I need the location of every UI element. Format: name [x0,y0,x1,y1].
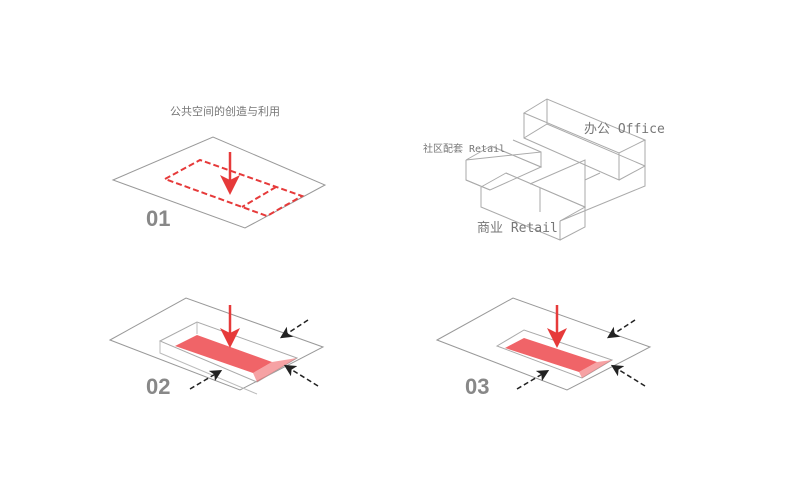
red-floor [505,338,597,372]
dashed-arrow-icon [516,369,550,390]
dashed-arrow-icon [283,364,319,387]
panel-01 [111,136,327,229]
site-plane [111,136,327,229]
red-floor [175,335,272,373]
dashed-arrow-icon [189,369,223,390]
panel-02 [108,297,325,395]
label-community-retail: 社区配套 Retail [423,144,506,155]
label-commercial-retail: 商业 Retail [477,221,558,236]
step-number-02: 02 [146,374,171,399]
dashed-arrow-icon [279,319,309,339]
dashed-arrow-icon [610,364,646,387]
site-plane [108,297,325,391]
label-office: 办公 Office [584,122,665,137]
panel-03 [435,297,652,391]
massing-wireframe [465,98,647,241]
site-plane [435,297,652,391]
step-number-01: 01 [146,206,171,231]
dashed-divider [241,186,277,208]
step-number-03: 03 [465,374,490,399]
diagram-title: 公共空间的创造与利用 [170,105,280,118]
dashed-outline [162,158,305,218]
dashed-arrow-icon [606,319,636,339]
